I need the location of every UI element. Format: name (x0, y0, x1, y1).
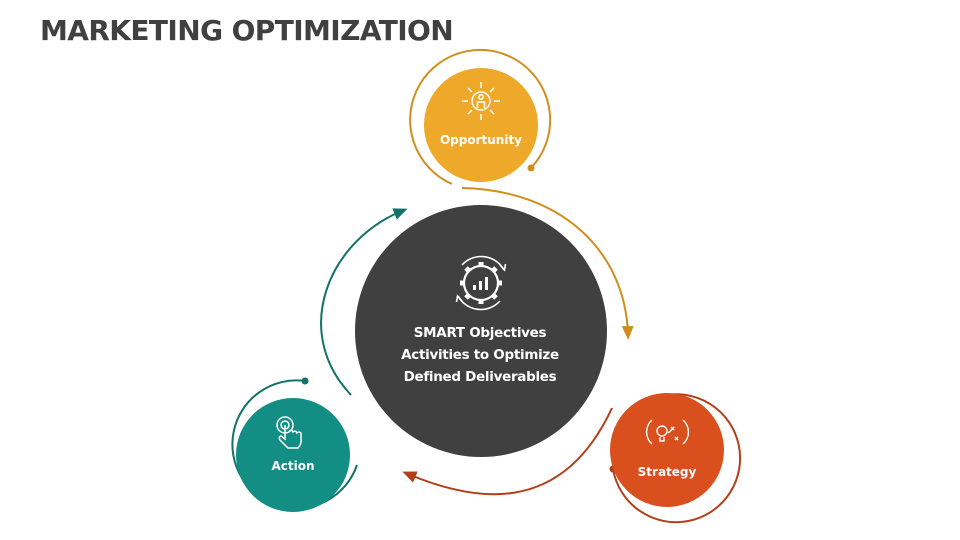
center-line-1: SMART Objectives (413, 325, 547, 341)
node-action[interactable] (231, 377, 358, 513)
node-label-opportunity: Opportunity (439, 133, 523, 147)
page-title: MARKETING OPTIMIZATION (40, 14, 454, 47)
lightbulb-strategy-icon (645, 419, 690, 445)
node-opportunity[interactable] (409, 48, 552, 185)
center-circle (355, 205, 607, 457)
hand-tap-icon (276, 416, 302, 449)
node-label-strategy: Strategy (637, 465, 697, 479)
node-strategy[interactable] (609, 393, 742, 524)
center-line-2: Activities to Optimize (401, 347, 559, 363)
person-arrows-icon (462, 82, 500, 120)
center-text: SMART Objectives Activities to Optimize … (380, 322, 580, 388)
bar-chart-icon (473, 277, 488, 290)
node-label-action: Action (271, 459, 315, 473)
gear-chart-cycle-icon (455, 255, 507, 311)
center-line-3: Defined Deliverables (403, 369, 557, 385)
